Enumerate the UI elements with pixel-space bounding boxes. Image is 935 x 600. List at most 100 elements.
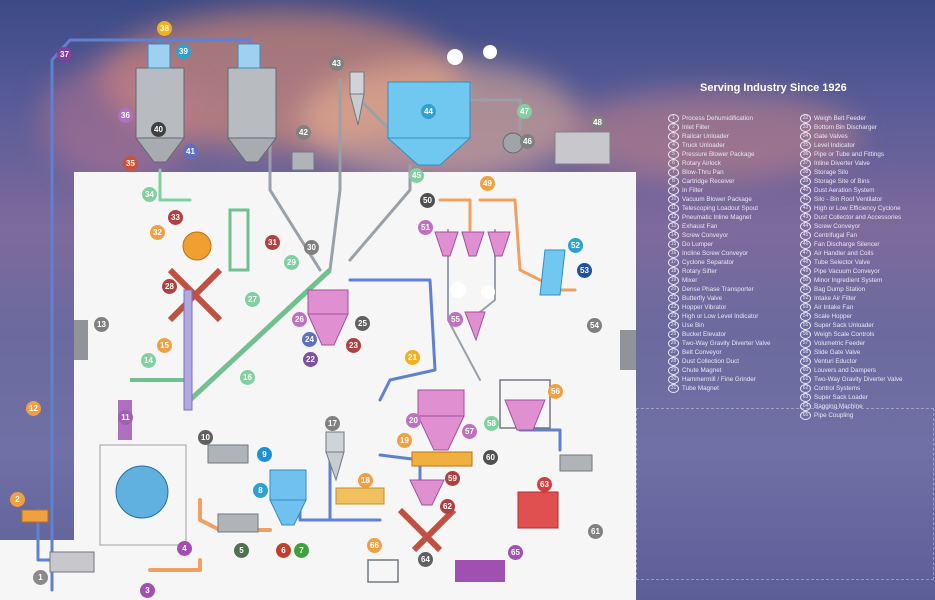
legend-number: 42 bbox=[800, 204, 811, 213]
legend-number: 22 bbox=[668, 303, 679, 312]
diagram-panel bbox=[74, 172, 636, 600]
callout-badge: 22 bbox=[303, 352, 318, 367]
pipe-line bbox=[518, 428, 562, 452]
use-bin-26 bbox=[307, 289, 349, 346]
legend-number: 6 bbox=[668, 159, 679, 168]
pipe-line bbox=[348, 163, 412, 262]
legend-label: Chute Magnet bbox=[682, 367, 722, 375]
callout-badge: 7 bbox=[294, 543, 309, 558]
legend-label: High or Low Efficiency Cyclone bbox=[814, 205, 901, 213]
sphere bbox=[450, 282, 466, 298]
legend-label: Process Dehumidification bbox=[682, 115, 754, 123]
rotary-sifter-18 bbox=[335, 487, 385, 505]
callout-badge: 53 bbox=[577, 263, 592, 278]
silo-right bbox=[227, 43, 277, 163]
legend-label: Air Handler and Coils bbox=[814, 250, 874, 258]
legend-number: 63 bbox=[800, 393, 811, 402]
exhaust-fan-13 bbox=[74, 320, 88, 360]
sphere bbox=[447, 49, 463, 65]
callout-badge: 42 bbox=[296, 125, 311, 140]
callout-badge: 1 bbox=[33, 570, 48, 585]
legend-number: 11 bbox=[668, 204, 679, 213]
intake-filter-52 bbox=[539, 249, 566, 296]
incline-conveyor bbox=[188, 268, 332, 402]
legend-number: 1 bbox=[668, 114, 679, 123]
legend-number: 27 bbox=[668, 348, 679, 357]
callout-badge: 37 bbox=[57, 47, 72, 62]
callout-badge: 24 bbox=[302, 332, 317, 347]
legend-label: Exhaust Fan bbox=[682, 223, 718, 231]
vacuum-blower-10 bbox=[207, 444, 249, 464]
callout-badge: 30 bbox=[304, 240, 319, 255]
legend-number: 34 bbox=[800, 132, 811, 141]
dehumidifier-1 bbox=[49, 551, 95, 573]
legend-number: 58 bbox=[800, 348, 811, 357]
legend-number: 19 bbox=[668, 276, 679, 285]
legend-number: 7 bbox=[668, 168, 679, 177]
legend-label: Truck Unloader bbox=[682, 142, 725, 150]
tagline: Serving Industry Since 1926 bbox=[700, 82, 847, 94]
legend-label: Screw Conveyor bbox=[682, 232, 729, 240]
legend-label: Pipe or Tube and Fittings bbox=[814, 151, 885, 159]
callout-badge: 35 bbox=[123, 156, 138, 171]
grinder-42 bbox=[291, 151, 315, 171]
callout-badge: 15 bbox=[157, 338, 172, 353]
legend-number: 5 bbox=[668, 150, 679, 159]
receiver-cone bbox=[269, 499, 307, 526]
legend-number: 3 bbox=[668, 132, 679, 141]
legend-label: Dust Aeration System bbox=[814, 187, 875, 195]
legend-number: 46 bbox=[800, 240, 811, 249]
inlet-filter-2 bbox=[21, 509, 49, 523]
legend-label: Bucket Elevator bbox=[682, 331, 727, 339]
legend-label: Hopper Vibrator bbox=[682, 304, 727, 312]
legend-label: Hammermill / Fine Grinder bbox=[682, 376, 756, 384]
legend-number: 18 bbox=[668, 267, 679, 276]
callout-badge: 63 bbox=[537, 477, 552, 492]
vertical-pipe bbox=[183, 289, 193, 411]
legend-label: Fan Discharge Silencer bbox=[814, 241, 880, 249]
legend-number: 9 bbox=[668, 186, 679, 195]
callout-badge: 65 bbox=[508, 545, 523, 560]
legend-label: Weigh Scale Controls bbox=[814, 331, 875, 339]
pipe-line bbox=[148, 558, 202, 572]
sphere bbox=[481, 285, 495, 299]
callout-badge: 4 bbox=[177, 541, 192, 556]
legend-number: 4 bbox=[668, 141, 679, 150]
callout-badge: 62 bbox=[440, 499, 455, 514]
legend-number: 52 bbox=[800, 294, 811, 303]
legend-number: 49 bbox=[800, 267, 811, 276]
legend-number: 32 bbox=[800, 114, 811, 123]
pipe-line bbox=[348, 278, 437, 402]
callout-badge: 54 bbox=[587, 318, 602, 333]
callout-badge: 20 bbox=[406, 413, 421, 428]
railcar-frame bbox=[99, 444, 187, 546]
callout-badge: 26 bbox=[292, 312, 307, 327]
legend-number: 35 bbox=[800, 141, 811, 150]
legend-number: 13 bbox=[668, 222, 679, 231]
